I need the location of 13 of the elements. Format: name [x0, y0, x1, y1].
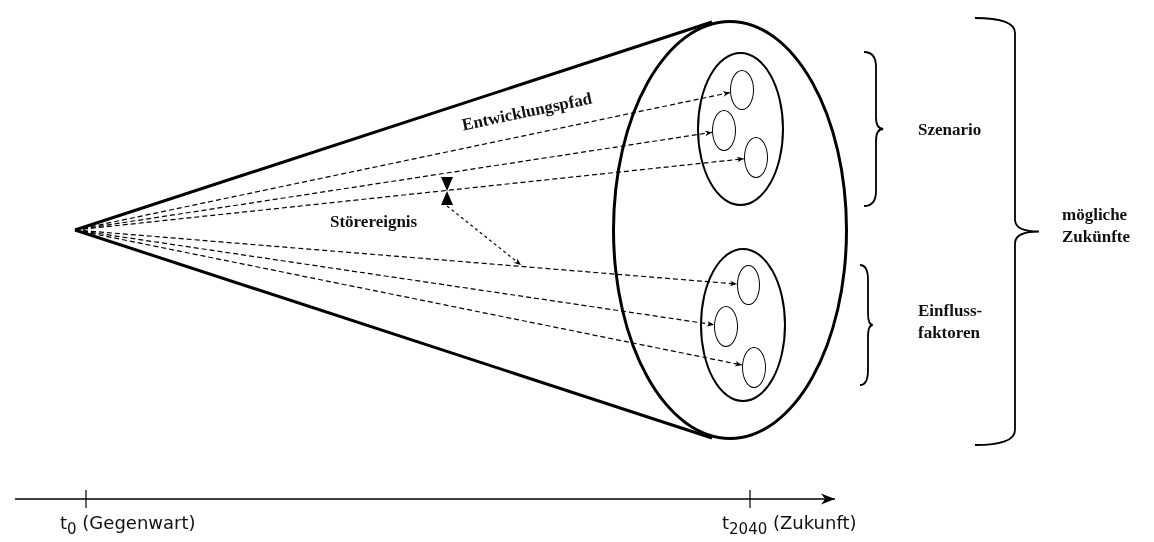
axis-label: t$_{2040}$ (Zukunft): [722, 512, 857, 538]
event-label: Störereignis: [330, 211, 418, 233]
factors-label: Einfluss- faktoren: [918, 300, 984, 345]
dashed-arrow: [74, 229, 743, 367]
futures-label: mögliche Zukünfte: [1062, 204, 1132, 249]
dashed-arrow: [446, 205, 522, 266]
group-ellipse: [697, 52, 784, 206]
hourglass-marker: [440, 176, 454, 206]
dashed-arrow: [74, 156, 745, 231]
scenario-label: Szenario: [918, 119, 983, 141]
outer-ellipse: [612, 20, 848, 440]
group-ellipse: [700, 248, 786, 402]
axis-label: t$_{0}$ (Gegenwart): [60, 512, 196, 538]
